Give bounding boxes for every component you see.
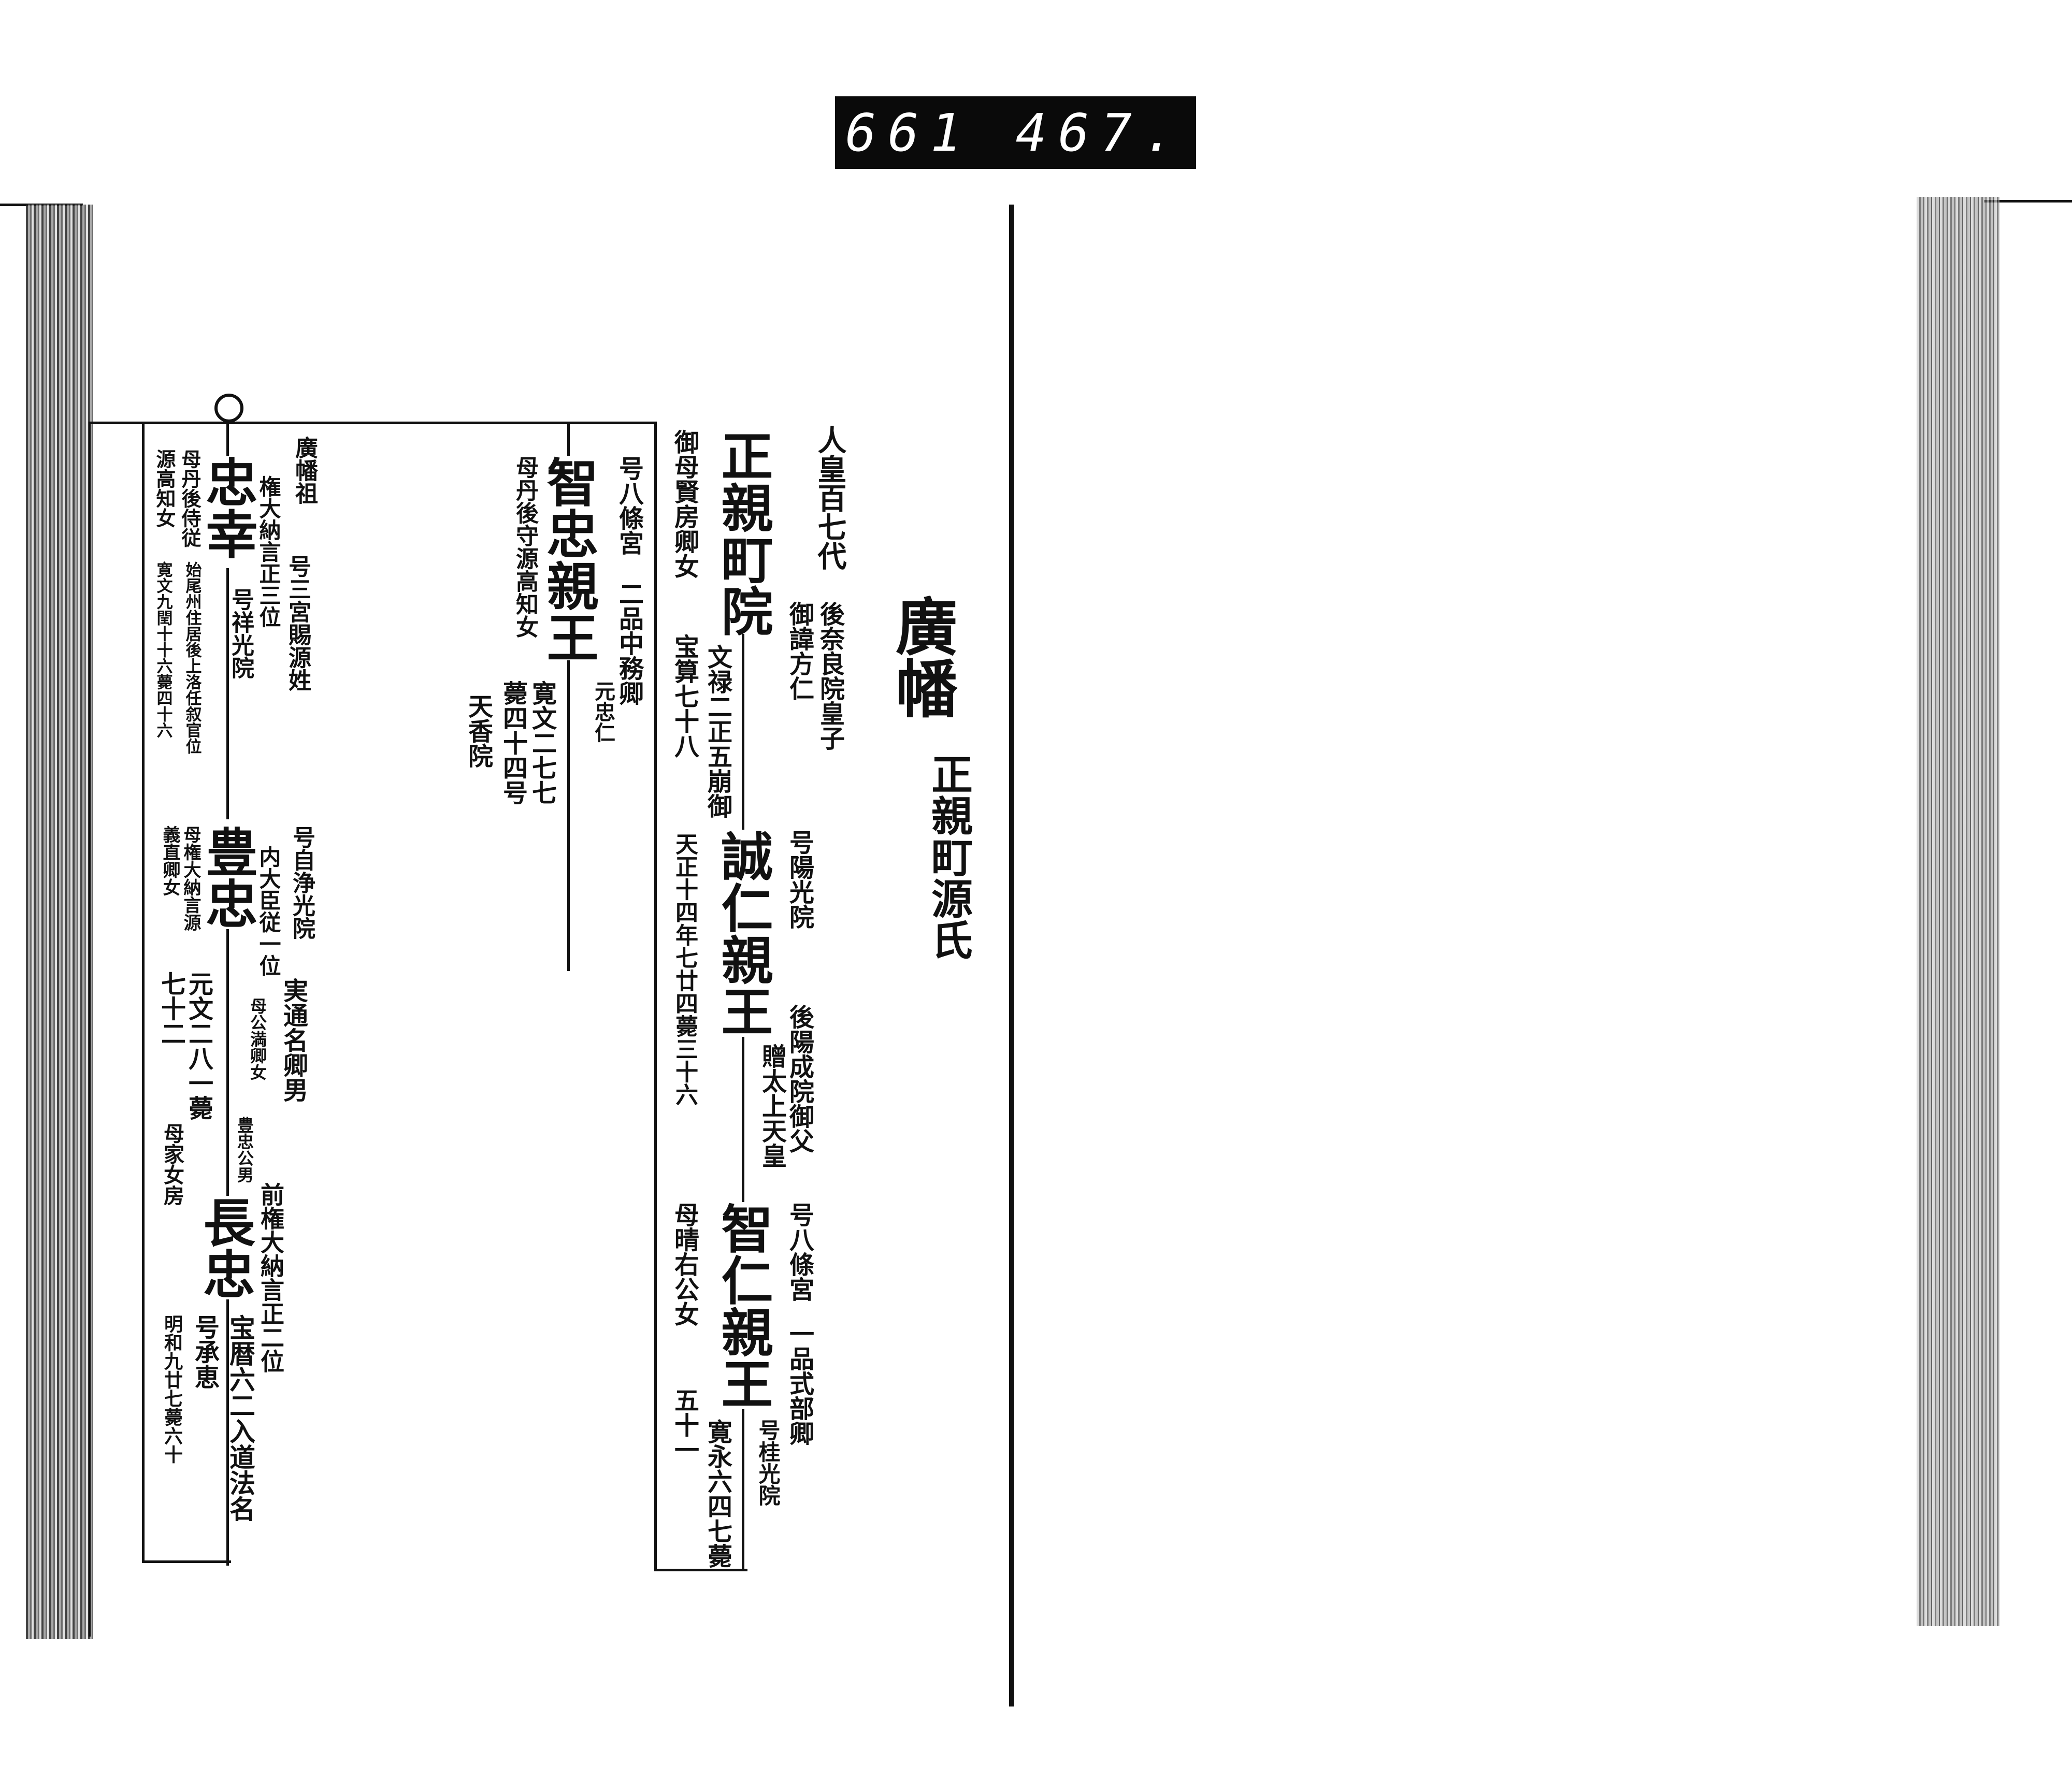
sanehito-honor: 贈太上天皇 <box>757 1044 786 1168</box>
ogimachi-mother: 御母賢房卿女 <box>670 429 699 578</box>
toyotada-death: 元文二八一薨 <box>184 971 213 1120</box>
toshitada-death-2: 薨四十四号 <box>498 681 527 805</box>
nagatada-rank: 前権大納言正二位 <box>257 1182 285 1373</box>
sanehito-title: 号陽光院 <box>785 830 814 929</box>
toyotada-title: 号自浄光院 <box>289 826 315 939</box>
toshitada-name: 智忠親王 <box>538 456 599 663</box>
tree-line <box>226 568 229 819</box>
ogimachi-imina: 御諱方仁 <box>785 601 814 701</box>
branch-marker-circle <box>214 394 243 423</box>
tadayuki-title: 号三宮賜源姓 <box>284 555 311 691</box>
toyotada-mother: 母公満卿女 <box>248 997 267 1080</box>
tree-line <box>226 422 229 458</box>
toshihito-death: 寛永六四七薨 <box>703 1419 732 1568</box>
tadayuki-name: 忠幸 <box>197 456 258 559</box>
toshitada-title: 号八條宮 <box>614 456 643 555</box>
nagatada-father: 豊忠公男 <box>235 1117 254 1183</box>
toshitada-mother: 母丹後守源高知女 <box>512 456 538 638</box>
toshihito-age: 五十一 <box>670 1387 699 1462</box>
tree-line <box>654 422 657 1571</box>
toshihito-title: 号八條宮 <box>785 1202 814 1301</box>
right-page-edges <box>1917 197 1999 1626</box>
tree-line <box>654 1569 747 1571</box>
catalog-number-label: 661 467. <box>835 96 1196 169</box>
tadayuki-mother-2: 源高知女 <box>153 449 176 528</box>
tree-line <box>567 422 570 456</box>
toyotada-mother-1: 母権大納言源 <box>180 826 201 931</box>
toyotada-rank: 内大臣従一位 <box>256 846 281 976</box>
toyotada-mother-2: 義直卿女 <box>160 826 180 896</box>
tree-line <box>89 422 91 1637</box>
left-page-edges <box>26 205 93 1639</box>
tree-line <box>142 422 145 1563</box>
family-name-heading: 廣幡 <box>885 595 958 719</box>
tadayuki-note: 始尾州住居後上洛任叙官位 <box>182 561 202 754</box>
book-spine <box>1009 205 1014 1706</box>
nagatada-dharma-name: 号承恵 <box>190 1314 219 1389</box>
toyotada-name: 豊忠 <box>197 826 258 929</box>
ogimachi-age: 宝算七十八 <box>670 634 699 758</box>
nagatada-note: 宝暦六二入道法名 <box>225 1314 256 1522</box>
nagatada-mother: 母家女房 <box>160 1123 184 1206</box>
tree-line <box>567 660 570 971</box>
toyotada-adoptive: 実通名卿男 <box>279 978 308 1102</box>
tadayuki-death: 寛文九閏十十六薨四十六 <box>153 561 172 738</box>
sanehito-death: 天正十四年七廿四薨三十六 <box>671 832 698 1106</box>
tree-line <box>742 634 744 1571</box>
ogimachi-death: 文禄二正五崩御 <box>703 644 732 818</box>
nagatada-death: 明和九廿七薨六十 <box>161 1314 183 1464</box>
ogimachi-name: 正親町院 <box>712 429 773 637</box>
toshitada-rank: 二品中務卿 <box>614 581 643 705</box>
page-top-edge-right <box>1984 200 2072 203</box>
toshitada-posthumous: 天香院 <box>464 693 493 768</box>
ogimachi-generation: 人皇百七代 <box>813 425 847 570</box>
toshitada-original-name: 元忠仁 <box>591 681 615 743</box>
tadayuki-rank: 権大納言正三位 <box>256 475 281 628</box>
toshihito-posthumous: 号桂光院 <box>755 1419 781 1506</box>
sanehito-name: 誠仁親王 <box>712 830 773 1037</box>
nagatada-name: 長忠 <box>194 1196 255 1299</box>
toshihito-mother: 母晴右公女 <box>670 1202 699 1326</box>
lineage-heading: 正親町源氏 <box>925 753 973 960</box>
toshitada-death: 寛文二七七 <box>527 681 556 805</box>
toyotada-age: 七十二 <box>156 971 185 1046</box>
toshihito-name: 智仁親王 <box>712 1202 773 1409</box>
tree-line <box>90 422 656 424</box>
ogimachi-parent: 後奈良院皇子 <box>815 601 844 750</box>
tadayuki-posthumous: 号祥光院 <box>227 588 254 679</box>
tadayuki-mother-1: 母丹後侍従 <box>178 449 202 547</box>
tree-line <box>142 1560 231 1563</box>
toshihito-rank: 一品式部卿 <box>785 1321 814 1445</box>
tadayuki-ancestor: 廣幡祖 <box>291 436 318 504</box>
sanehito-father-of: 後陽成院御父 <box>785 1004 814 1153</box>
